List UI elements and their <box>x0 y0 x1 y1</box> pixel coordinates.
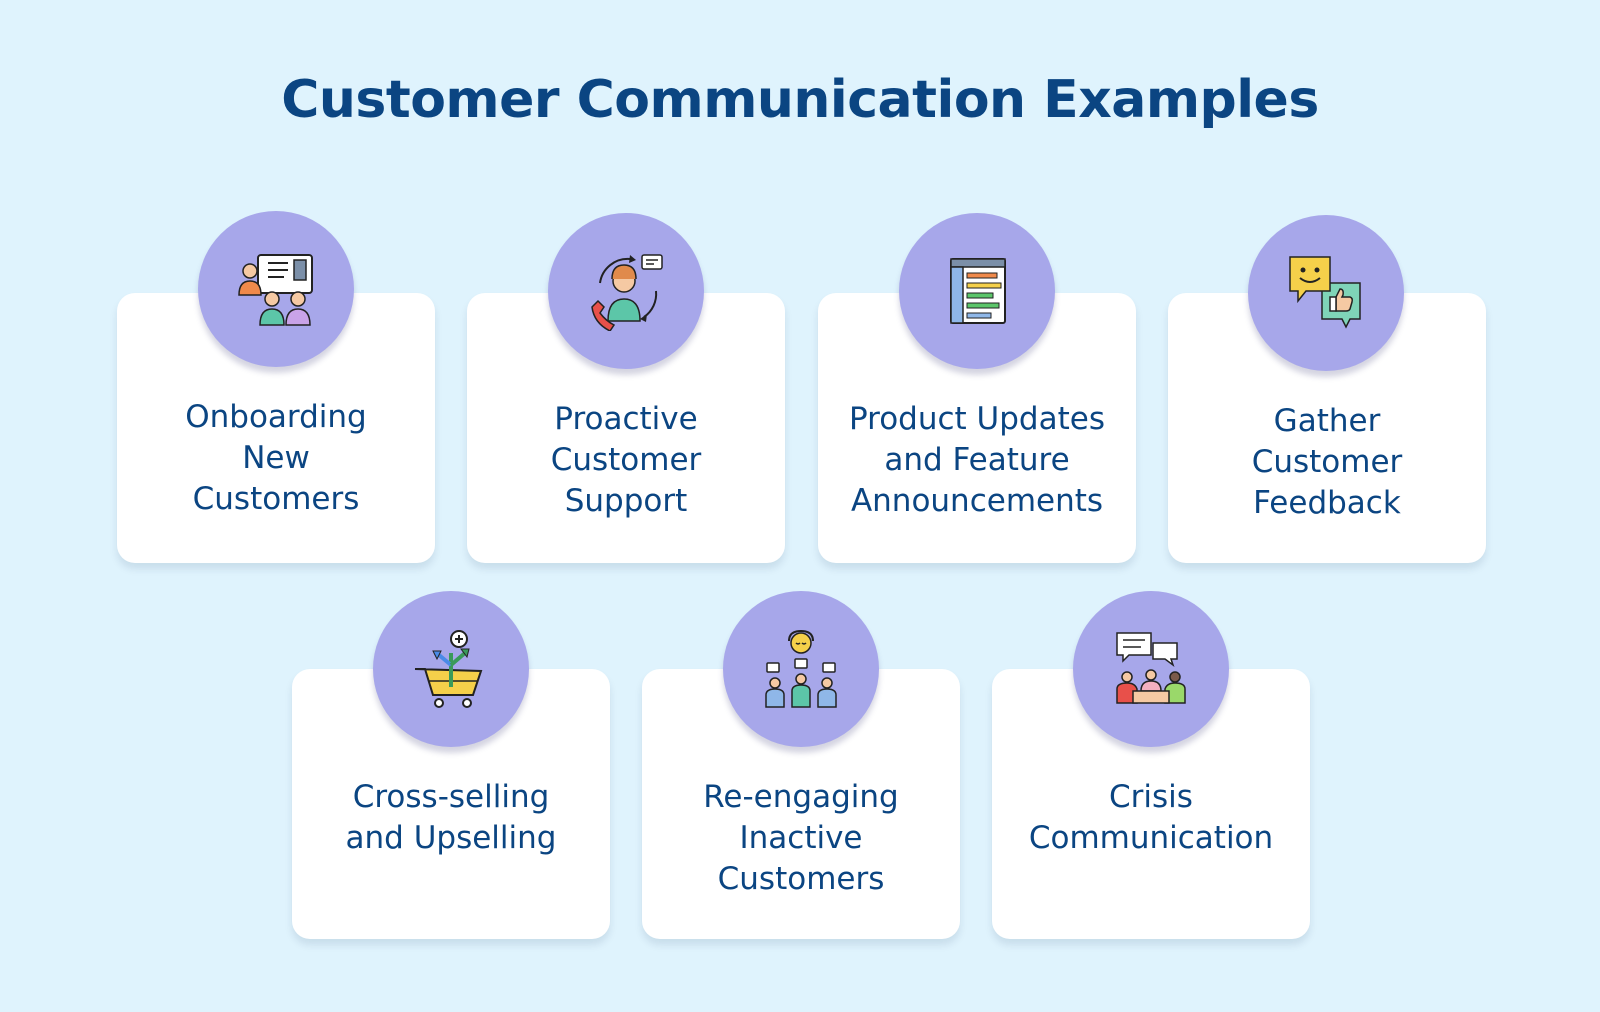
cross-selling-icon-circle <box>373 591 529 747</box>
reengage-group-icon <box>765 629 837 708</box>
page-title: Customer Communication Examples <box>281 70 1319 130</box>
onboarding-icon-circle <box>198 211 354 367</box>
crisis-meeting-icon <box>1116 632 1186 704</box>
shopping-cart-arrows-icon <box>414 630 483 708</box>
card-proactive-support: Proactive Customer Support <box>467 293 785 563</box>
card-product-updates: Product Updates and Feature Announcement… <box>818 293 1136 563</box>
support-icon-circle <box>548 213 704 369</box>
card-label: Onboarding New Customers <box>185 399 367 517</box>
customer-support-agent-icon <box>591 254 663 331</box>
product-updates-icon-circle <box>899 213 1055 369</box>
feedback-icon-circle <box>1248 215 1404 371</box>
card-label: Proactive Customer Support <box>550 401 702 519</box>
product-document-list-icon <box>950 258 1006 324</box>
onboarding-presentation-icon <box>238 254 313 326</box>
card-label: Re-engaging Inactive Customers <box>703 779 899 897</box>
re-engaging-icon-circle <box>723 591 879 747</box>
card-label: Crisis Communication <box>1028 779 1274 856</box>
card-label: Product Updates and Feature Announcement… <box>849 401 1105 519</box>
card-label: Gather Customer Feedback <box>1251 403 1403 521</box>
crisis-icon-circle <box>1073 591 1229 747</box>
card-label: Cross-selling and Upselling <box>345 779 557 856</box>
feedback-chat-bubbles-icon <box>1289 256 1361 329</box>
